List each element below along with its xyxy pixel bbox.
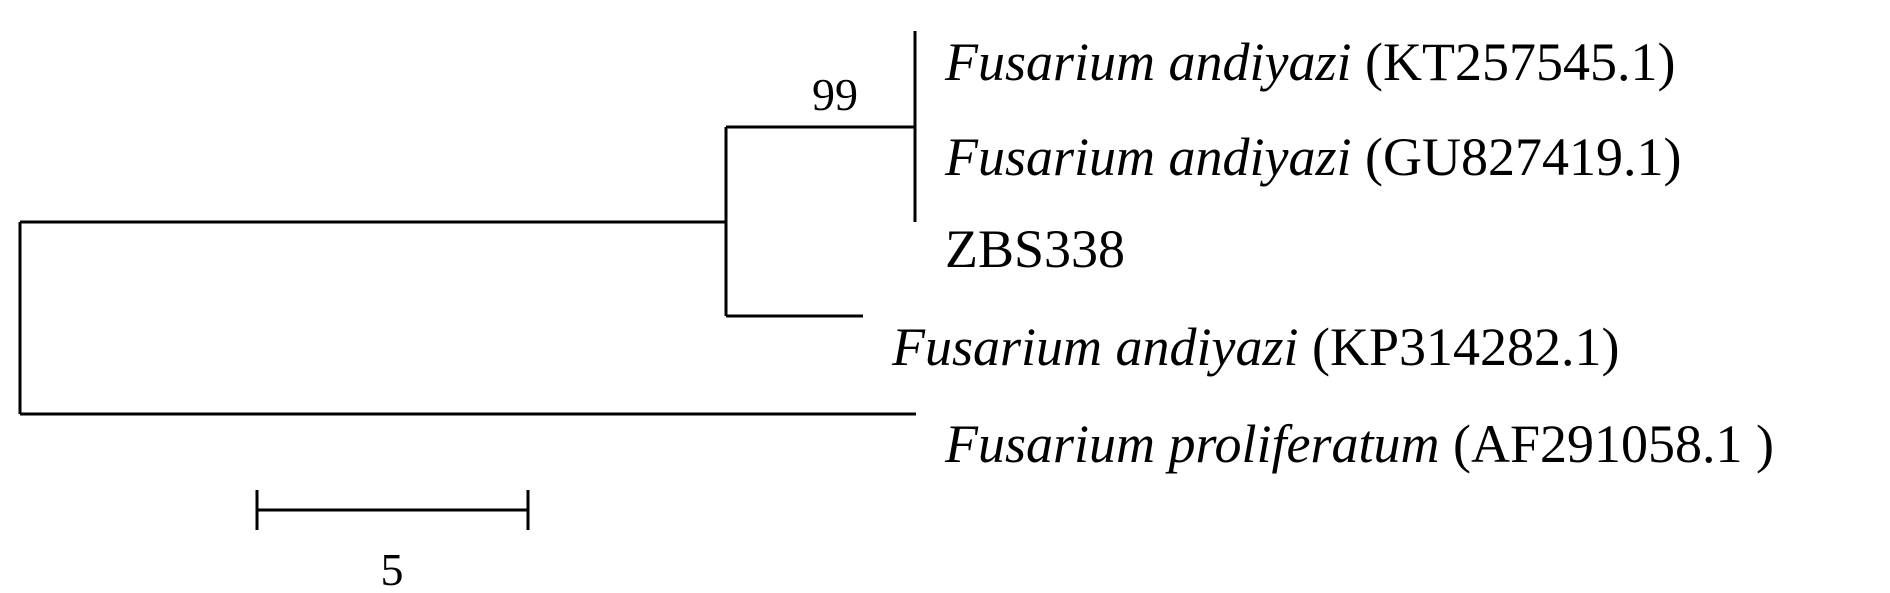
taxon-label: Fusarium andiyazi (KP314282.1) xyxy=(891,317,1620,377)
bootstrap-value: 99 xyxy=(812,69,858,120)
taxon-label: Fusarium andiyazi (GU827419.1) xyxy=(944,127,1681,187)
scale-bar: 5 xyxy=(255,490,530,593)
taxon-label-zbs338: ZBS338 xyxy=(945,219,1125,279)
scale-bar-label: 5 xyxy=(381,544,404,593)
taxon-label-outgroup: Fusarium proliferatum (AF291058.1 ) xyxy=(944,414,1774,474)
taxon-label: Fusarium andiyazi (KT257545.1) xyxy=(944,32,1675,92)
